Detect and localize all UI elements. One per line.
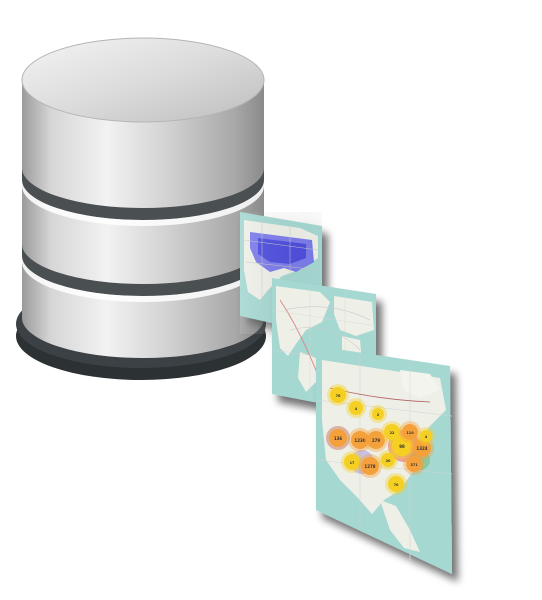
cluster-marker: 136	[326, 426, 350, 450]
cluster-marker-label: 76	[336, 394, 341, 398]
cluster-marker: 76	[327, 384, 349, 406]
cluster-marker-label: 110	[406, 431, 414, 435]
cluster-markers: 76 4 2 136 1230 17 279 22 1278 20 98 110 371 1324 70 4	[326, 384, 435, 495]
cluster-marker-label: 4	[425, 435, 428, 439]
cluster-marker-label: 98	[399, 444, 405, 449]
cluster-marker-label: 2	[377, 413, 380, 417]
cluster-marker-label: 1278	[364, 464, 375, 469]
cluster-marker: 17	[341, 451, 363, 473]
cluster-marker-label: 136	[334, 436, 343, 441]
cluster-marker-label: 1230	[354, 438, 365, 443]
cluster-marker-label: 4	[355, 407, 358, 411]
cluster-marker-label: 20	[386, 459, 391, 463]
cluster-marker: 2	[369, 405, 387, 423]
cluster-marker-label: 70	[394, 483, 399, 487]
cluster-marker-label: 17	[350, 461, 355, 465]
map-panel-clusters: 76 4 2 136 1230 17 279 22 1278 20 98 110 371 1324 70 4	[315, 346, 453, 574]
cluster-marker: 4	[346, 398, 366, 418]
database-cylinder-icon	[16, 37, 266, 380]
cluster-marker-label: 371	[410, 463, 418, 467]
cluster-marker: 4	[417, 427, 435, 445]
cluster-marker: 70	[385, 473, 407, 495]
cluster-marker: 1278	[358, 454, 382, 478]
cluster-marker-label: 279	[372, 438, 381, 443]
cluster-marker-label: 1324	[416, 446, 427, 451]
cluster-marker-label: 22	[390, 431, 395, 435]
cluster-marker: 110	[399, 421, 421, 443]
